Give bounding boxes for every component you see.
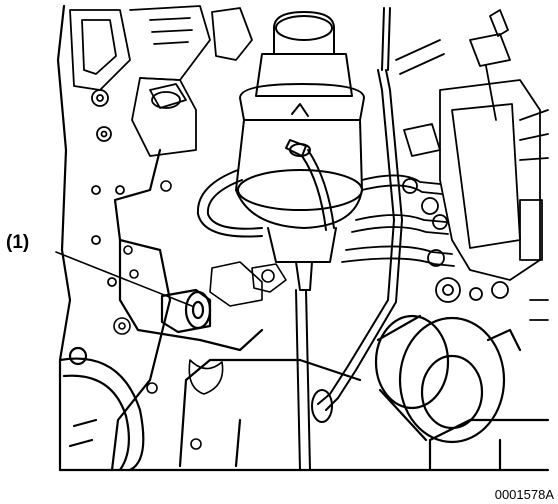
fuel-filter-canister (235, 11, 365, 291)
fuel-injector-lines (341, 39, 455, 267)
engine-block (56, 4, 550, 472)
figure-id: 0001578A (494, 487, 554, 502)
oil-filter (374, 314, 522, 444)
block-bolts (113, 180, 287, 450)
fuel-pipe-loop (196, 149, 335, 238)
injection-pump (435, 9, 549, 321)
valve-train-left (69, 5, 253, 287)
pulley-assembly (58, 346, 145, 472)
plug-item-1 (160, 288, 212, 334)
dipstick-tube (295, 7, 403, 471)
callout-leader-line (55, 251, 193, 307)
callout-label-1: (1) (6, 232, 30, 253)
